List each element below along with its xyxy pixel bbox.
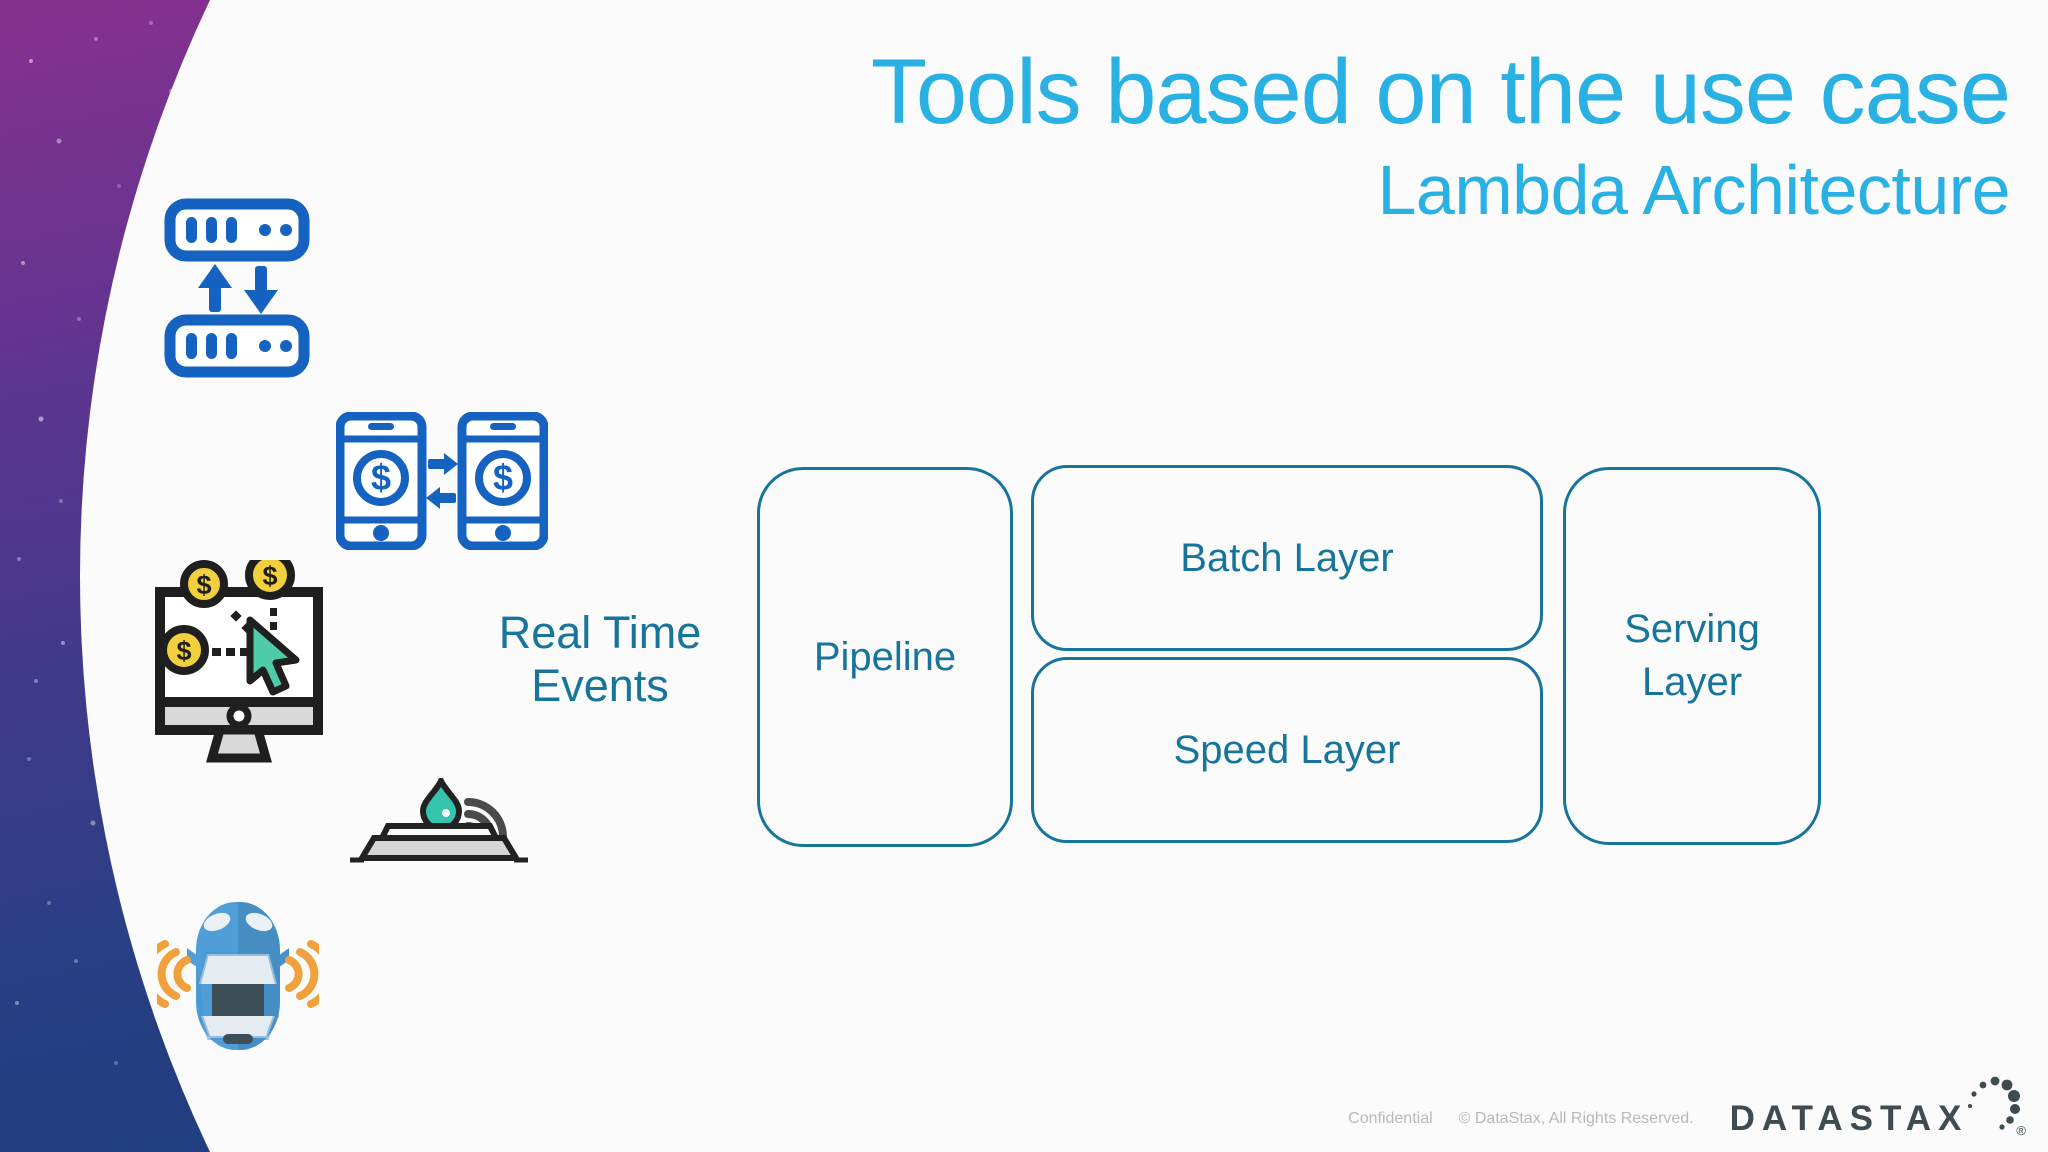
serving-layer-box: Serving Layer bbox=[1563, 467, 1821, 845]
confidential-label: Confidential bbox=[1348, 1109, 1433, 1127]
events-label-line1: Real Time bbox=[498, 607, 702, 658]
copyright-label: © DataStax, All Rights Reserved. bbox=[1458, 1109, 1694, 1127]
svg-text:$: $ bbox=[176, 636, 191, 666]
connected-car-icon bbox=[157, 902, 319, 1050]
title-block: Tools based on the use case Lambda Archi… bbox=[870, 40, 2011, 229]
pipeline-label: Pipeline bbox=[813, 634, 957, 679]
server-sync-icon bbox=[164, 198, 310, 378]
speed-layer-label: Speed Layer bbox=[1173, 727, 1401, 772]
mobile-payment-transfer-icon: $ $ bbox=[336, 412, 548, 550]
svg-text:$: $ bbox=[371, 457, 391, 498]
page-subtitle: Lambda Architecture bbox=[1377, 150, 2010, 229]
datastax-logo-dots-icon bbox=[1968, 1076, 2021, 1130]
registered-mark: ® bbox=[2016, 1123, 2026, 1138]
svg-text:$: $ bbox=[493, 457, 513, 498]
page-title: Tools based on the use case bbox=[870, 41, 2011, 143]
real-time-events-label: Real Time Events bbox=[430, 606, 770, 712]
background-curve bbox=[80, 0, 2048, 1152]
datastax-logo-text: DATASTAX bbox=[1729, 1099, 1969, 1138]
pipeline-box: Pipeline bbox=[757, 467, 1013, 847]
batch-layer-box: Batch Layer bbox=[1031, 465, 1543, 651]
speed-layer-box: Speed Layer bbox=[1031, 657, 1543, 843]
events-label-line2: Events bbox=[531, 660, 669, 712]
datastax-logo: DATASTAX ® bbox=[1729, 1076, 2026, 1138]
batch-layer-label: Batch Layer bbox=[1180, 535, 1394, 580]
online-purchase-monitor-icon: $ $ $ bbox=[155, 560, 323, 763]
svg-text:$: $ bbox=[262, 561, 277, 591]
footer: Confidential © DataStax, All Rights Rese… bbox=[1348, 1076, 2026, 1138]
serving-layer-label: Serving Layer bbox=[1624, 607, 1760, 704]
iot-moisture-sensor-icon bbox=[350, 778, 528, 863]
svg-text:$: $ bbox=[196, 570, 211, 600]
